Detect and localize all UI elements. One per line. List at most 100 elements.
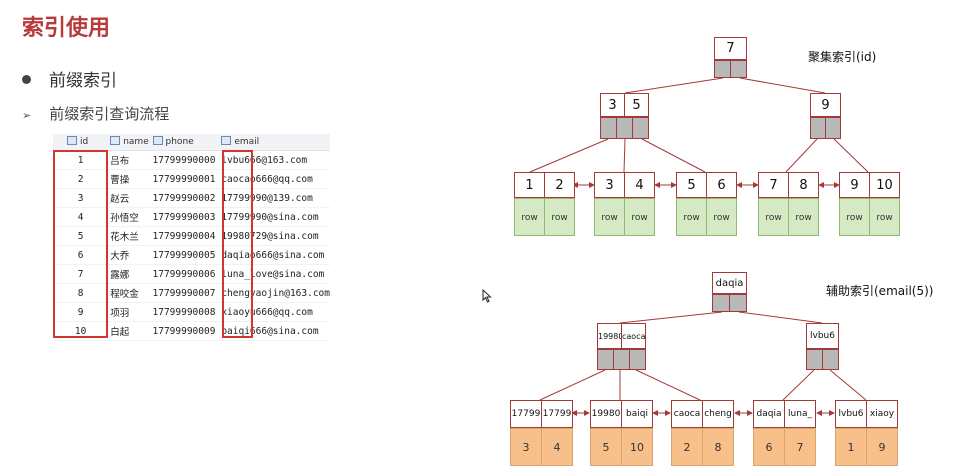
leaf-key: luna_ [784,400,816,428]
leaf-key: 17799 [510,400,542,428]
cell-phone: 17799990007 [150,283,220,303]
node-key: caoca [621,323,646,349]
leaf-key: 19980 [590,400,622,428]
leaf-key: baiqi [621,400,653,428]
cell-id: 3 [53,188,109,208]
node-pointer [806,349,823,370]
cell-id: 7 [53,264,109,284]
column-header-email[interactable]: email [219,134,330,151]
node-key: daqia [712,272,747,294]
row-data-cell: row [706,198,737,236]
arrow-bullet-icon: ➢ [22,109,32,122]
row-data-cell: row [839,198,870,236]
cell-phone: 17799990009 [150,321,220,341]
node-key: lvbu6 [806,323,839,349]
node-key: 7 [714,37,747,60]
leaf-key: lvbu6 [835,400,867,428]
cell-email: 17799990@sina.com [219,207,330,227]
node-pointer [597,349,614,370]
cell-id: 4 [53,207,109,227]
cell-phone: 17799990002 [150,188,220,208]
leaf-key: 2 [544,172,575,198]
node-key: 5 [624,93,649,117]
column-icon [152,136,163,145]
leaf-key: 8 [788,172,819,198]
cell-email: xiaoyu666@qq.com [219,302,330,322]
leaf-key: 3 [594,172,625,198]
cell-name: 程咬金 [108,283,151,303]
bullet-dot-icon [22,74,31,84]
row-data-cell: row [624,198,655,236]
node-pointer [629,349,646,370]
cell-phone: 17799990000 [150,150,220,170]
column-header-id[interactable]: id [53,134,109,151]
clustered-index-label: 聚集索引(id) [808,50,877,64]
primary-key-id-cell: 2 [671,428,703,466]
cell-phone: 17799990008 [150,302,220,322]
row-data-cell: row [869,198,900,236]
primary-key-id-cell: 8 [702,428,734,466]
cell-name: 花木兰 [108,226,151,246]
node-pointer [632,117,649,139]
node-pointer [714,60,731,78]
leaf-key: xiaoy [866,400,898,428]
row-data-cell: row [514,198,545,236]
cell-phone: 17799990003 [150,207,220,227]
cell-id: 1 [53,150,109,170]
id-column-highlight [53,150,108,338]
slide-title: 索引使用 [22,16,111,41]
column-icon [110,136,121,145]
cell-name: 白起 [108,321,151,341]
cell-name: 孙悟空 [108,207,151,227]
node-pointer [825,117,841,139]
cell-email: 17799990@139.com [219,188,330,208]
node-pointer [600,117,617,139]
cell-name: 曹操 [108,169,151,189]
node-pointer [810,117,826,139]
column-header-name[interactable]: name [108,134,151,151]
cell-email: daqiao666@sina.com [219,245,330,265]
leaf-key: cheng [702,400,734,428]
row-data-cell: row [758,198,789,236]
cell-phone: 17799990006 [150,264,220,284]
leaf-key: 9 [839,172,870,198]
column-header-phone[interactable]: phone [150,134,220,151]
primary-key-id-cell: 4 [541,428,573,466]
cell-name: 露娜 [108,264,151,284]
cell-phone: 17799990005 [150,245,220,265]
cell-id: 2 [53,169,109,189]
row-data-cell: row [594,198,625,236]
node-pointer [616,117,633,139]
leaf-key: 6 [706,172,737,198]
leaf-key: 7 [758,172,789,198]
column-icon [221,136,232,145]
cell-email: lvbu666@163.com [219,150,330,170]
primary-key-id-cell: 10 [621,428,653,466]
sub-bullet-text: 前缀索引查询流程 [49,105,170,123]
cell-id: 5 [53,226,109,246]
cell-email: 19980729@sina.com [219,226,330,246]
primary-key-id-cell: 7 [784,428,816,466]
cell-id: 9 [53,302,109,322]
node-key: 9 [810,93,841,117]
node-pointer [613,349,630,370]
node-key: 3 [600,93,625,117]
node-pointer [729,294,747,312]
node-pointer [712,294,730,312]
primary-key-id-cell: 3 [510,428,542,466]
sub-bullet-item: ➢ 前缀索引查询流程 [22,103,169,124]
leaf-key: caoca [671,400,703,428]
cell-email: chengyaojin@163.com [219,283,330,303]
primary-key-id-cell: 6 [753,428,785,466]
